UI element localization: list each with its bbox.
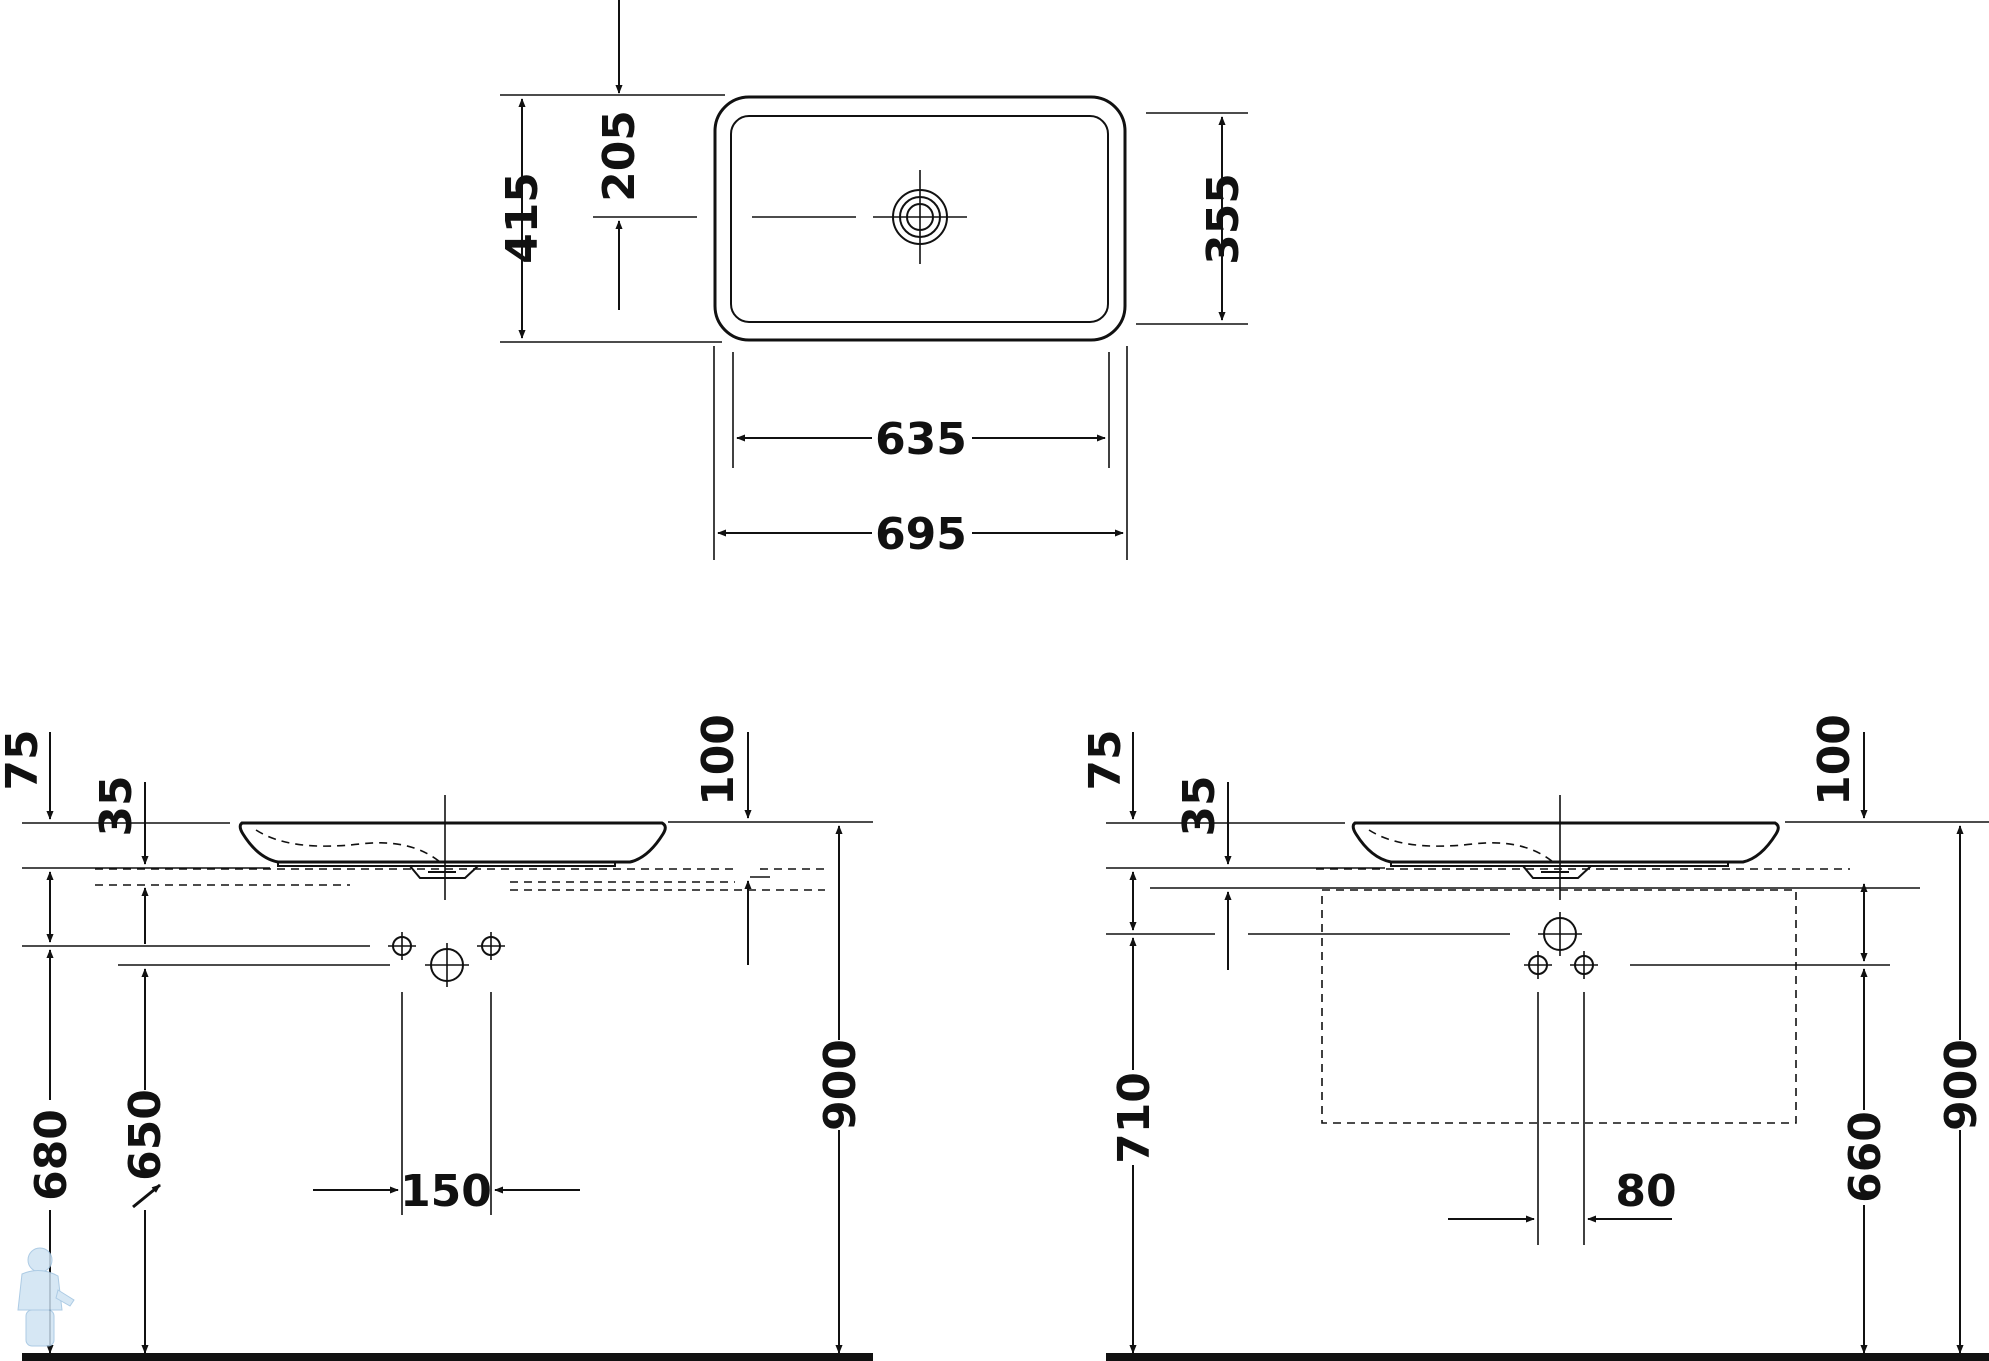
dim-635-label: 635 [875,414,967,465]
dim-75-label: 75 [1080,729,1131,790]
dim-680-label: 680 [26,1109,77,1201]
drain-hole-icon [1538,912,1582,956]
dim-650-label: 650 [120,1089,171,1181]
dim-150-label: 150 [400,1166,492,1217]
dim-35-label: 35 [1174,775,1225,836]
basin-inner-outline [730,115,1109,323]
tap-hole-icon [1570,951,1598,979]
side-view-right: 75 35 100 710 660 [1080,714,1989,1361]
dim-900-label: 900 [815,1039,866,1131]
side-view-left: 75 35 100 680 [0,714,873,1361]
basin-profile [1351,821,1780,864]
top-view: 415 205 355 635 695 [497,0,1249,560]
dim-35-label: 35 [91,775,142,836]
arrow-icon [132,1183,161,1209]
dim-100-label: 100 [1809,714,1860,806]
tap-hole-icon [388,932,416,960]
dim-660-label: 660 [1840,1111,1891,1203]
drain-hole-icon [425,943,469,987]
basin-outer-outline [713,95,1127,342]
dim-100-label: 100 [693,714,744,806]
drain-icon [873,170,967,264]
dim-710-label: 710 [1109,1072,1160,1164]
dim-415-label: 415 [497,172,548,264]
dim-205-label: 205 [594,110,645,202]
tap-hole-icon [477,932,505,960]
dim-355-label: 355 [1198,173,1249,265]
basin-profile [238,821,667,864]
dim-900-label: 900 [1936,1039,1987,1131]
cabinet-outline [1321,889,1797,1124]
plumber-mascot-icon [17,1247,75,1347]
dim-75-label: 75 [0,729,48,790]
dim-80-label: 80 [1615,1166,1676,1217]
dim-695-label: 695 [875,509,967,560]
tap-hole-icon [1524,951,1552,979]
